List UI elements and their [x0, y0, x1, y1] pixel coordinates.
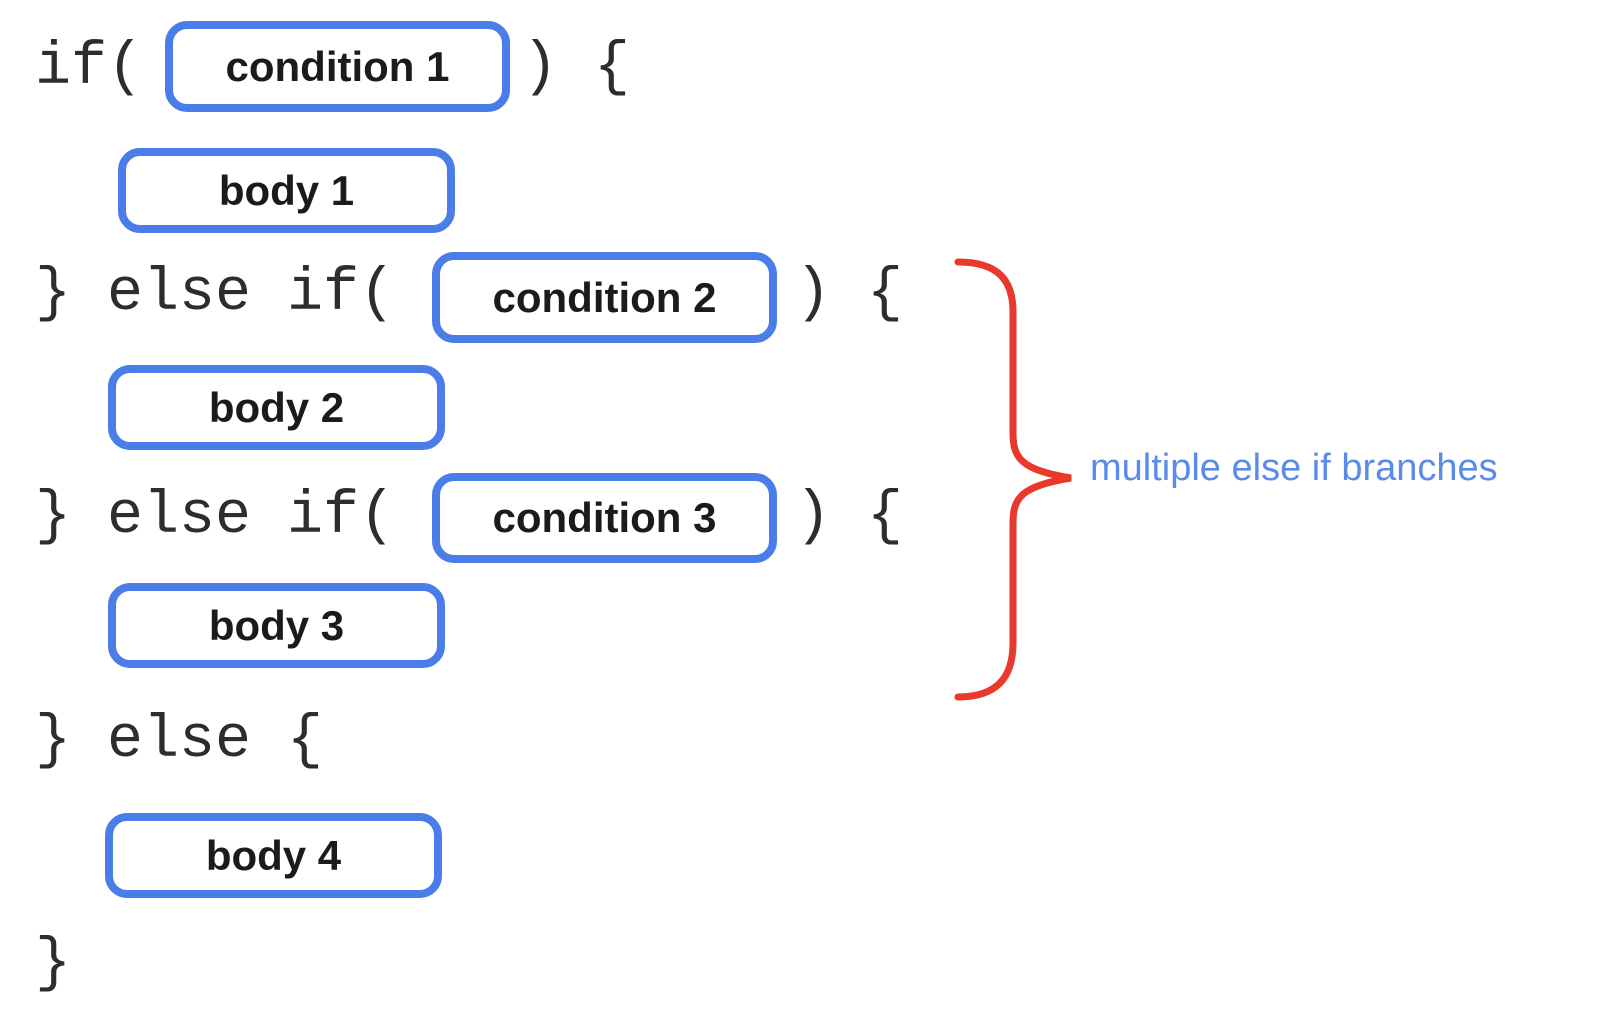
code-if-close: ) {: [522, 34, 631, 102]
condition-2-box: condition 2: [432, 252, 777, 343]
body-1-label: body 1: [218, 166, 355, 214]
code-else-open: } else {: [35, 707, 324, 775]
code-elseif-2-close: ) {: [795, 483, 904, 551]
code-if-open: if(: [35, 34, 144, 102]
body-4-label: body 4: [205, 831, 342, 879]
body-4-box: body 4: [105, 813, 442, 898]
body-1-box: body 1: [118, 148, 455, 233]
body-3-box: body 3: [108, 583, 445, 668]
code-final-close: }: [35, 930, 72, 998]
code-elseif-1: } else if(: [35, 260, 396, 328]
annotation-multiple-else-if: multiple else if branches: [1090, 447, 1498, 489]
code-elseif-2: } else if(: [35, 483, 396, 551]
body-2-box: body 2: [108, 365, 445, 450]
body-2-label: body 2: [208, 383, 345, 431]
code-elseif-1-close: ) {: [795, 260, 904, 328]
condition-3-box: condition 3: [432, 473, 777, 563]
body-3-label: body 3: [208, 601, 345, 649]
condition-3-label: condition 3: [492, 494, 717, 541]
condition-1-label: condition 1: [225, 42, 450, 90]
red-curly-brace-icon: [954, 258, 1072, 701]
condition-1-box: condition 1: [165, 21, 510, 112]
condition-2-label: condition 2: [492, 273, 717, 321]
